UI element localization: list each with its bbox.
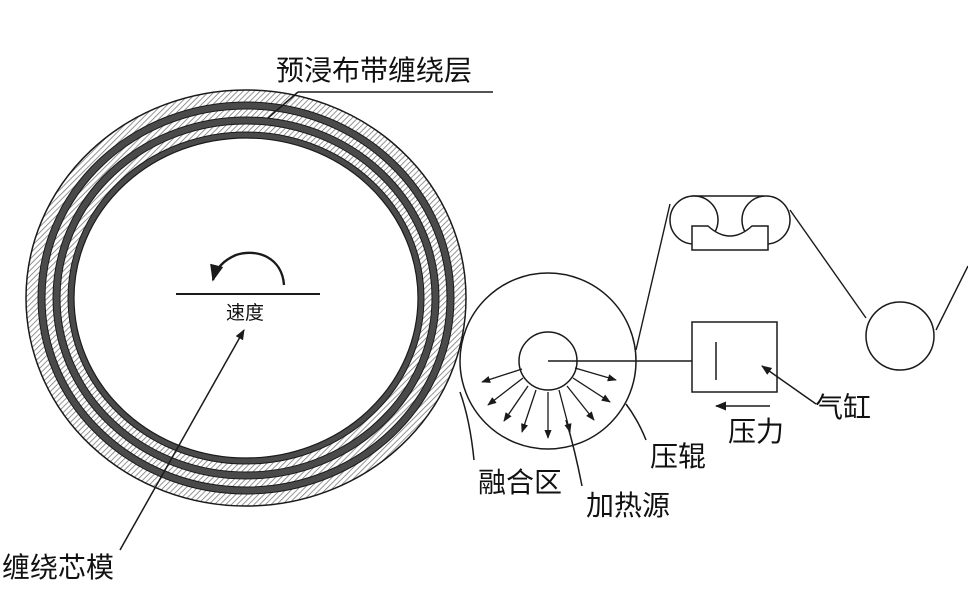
tape-exit [935,265,968,331]
mandrel-winding-layers [25,89,467,507]
prepreg-layer-callout: 预浸布带缠绕层 [267,54,493,119]
cylinder-leader [761,365,817,405]
heat-rays [481,367,617,439]
cylinder: 气缸 [691,321,871,424]
tension-roller [865,301,935,371]
tape-path [635,195,968,351]
rotation-arrow-icon [210,251,286,286]
tape-to-guide [635,203,671,351]
tension-block [691,225,769,251]
mandrel-callout: 缠绕芯模 [2,329,245,584]
mandrel-label: 缠绕芯模 [2,551,114,584]
heat-source-leader [565,419,583,487]
fusion-zone-leader [459,391,475,461]
roller-callouts [459,391,647,487]
fusion-zone-label: 融合区 [478,466,562,499]
speed-label: 速度 [226,302,264,324]
cylinder-label: 气缸 [815,391,871,424]
press-roller [459,272,716,450]
pressure-indicator: 压力 [714,401,784,448]
tape-to-tension-roller [789,209,867,319]
heat-source-label: 加热源 [586,489,670,522]
prepreg-layer-label: 预浸布带缠绕层 [276,54,472,87]
pressure-label: 压力 [728,415,784,448]
press-roller-label: 压辊 [650,440,706,473]
press-roller-leader [625,403,647,441]
rotation-speed-indicator: 速度 [176,251,320,324]
